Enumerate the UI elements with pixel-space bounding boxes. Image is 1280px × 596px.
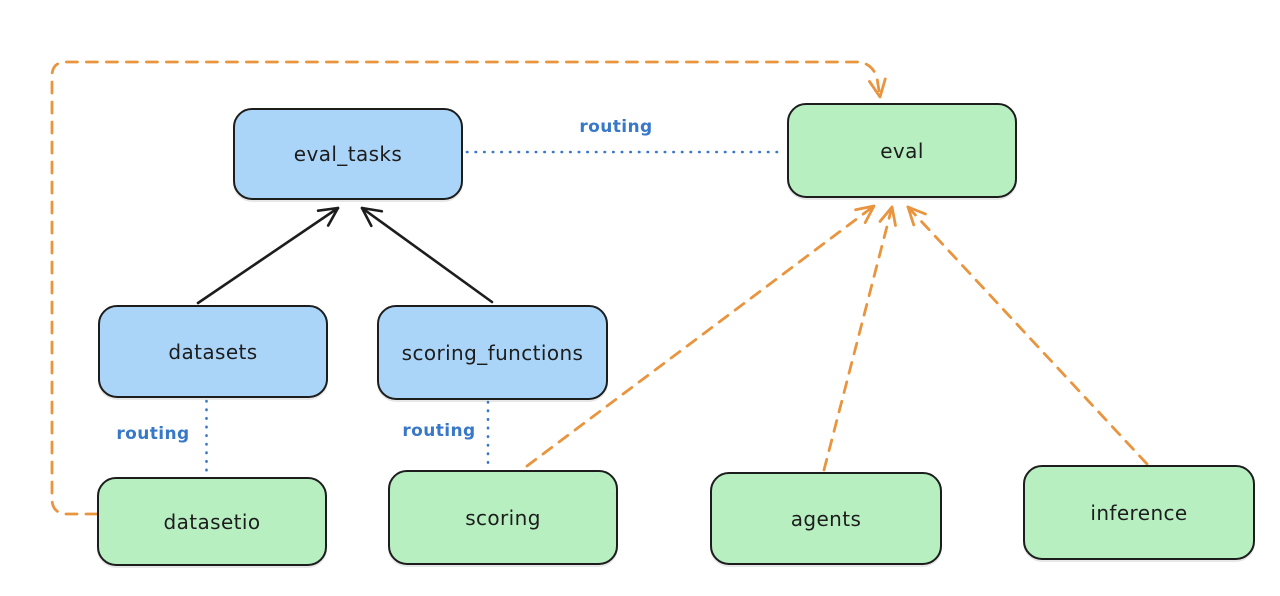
- node-datasetio: datasetio: [97, 477, 327, 566]
- routing-label-datasetio: routing: [116, 424, 190, 444]
- edge-agents-to-eval: [822, 205, 897, 472]
- edge-datasets-to-eval-tasks: [196, 206, 340, 305]
- edge-scoring-functions-to-eval-tasks: [360, 206, 494, 304]
- node-datasetio-label: datasetio: [163, 509, 261, 534]
- node-inference-label: inference: [1090, 500, 1188, 525]
- node-scoring-label: scoring: [465, 505, 541, 530]
- node-datasets-label: datasets: [168, 339, 258, 364]
- node-scoring-functions: scoring_functions: [377, 305, 608, 400]
- node-eval: eval: [787, 103, 1017, 198]
- edge-inference-to-eval: [906, 205, 1149, 466]
- node-eval-tasks: eval_tasks: [233, 108, 463, 200]
- edge-scoring-to-eval: [525, 204, 876, 468]
- node-agents-label: agents: [790, 506, 862, 531]
- routing-label-scoring: routing: [402, 421, 476, 441]
- node-eval-label: eval: [880, 138, 924, 163]
- edge-datasetio-to-eval: [50, 60, 887, 516]
- node-scoring-functions-label: scoring_functions: [401, 340, 584, 365]
- node-inference: inference: [1023, 465, 1255, 560]
- node-datasets: datasets: [98, 305, 328, 398]
- node-eval-tasks-label: eval_tasks: [293, 142, 403, 166]
- node-scoring: scoring: [388, 470, 618, 565]
- node-agents: agents: [710, 472, 942, 565]
- routing-label-top: routing: [579, 117, 653, 137]
